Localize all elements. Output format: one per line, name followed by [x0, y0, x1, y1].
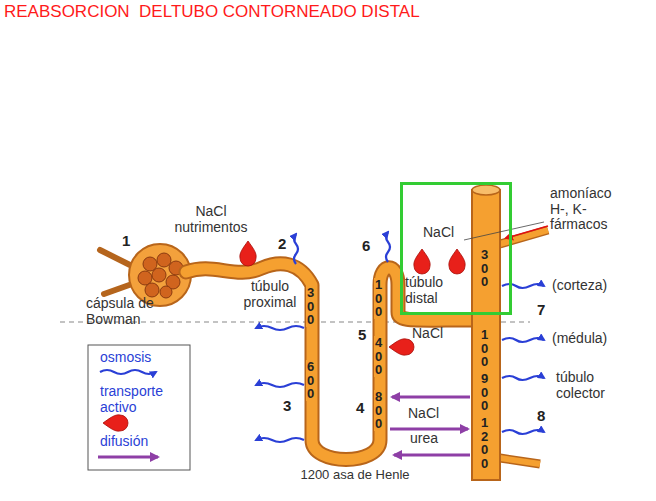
osmolarity-value: 300: [480, 248, 489, 289]
osmolarity-value: 1200: [480, 416, 489, 471]
glomerulus: [138, 253, 183, 298]
osmolarity-value: 600: [306, 360, 315, 401]
callout-number: 3: [283, 398, 291, 415]
legend-transport-sample: [103, 415, 128, 431]
part-label: túbulo colector: [556, 370, 628, 401]
callout-number: 4: [356, 400, 364, 417]
part-label: 1200 asa de Henle: [300, 468, 410, 482]
legend-diffusion-sample: [98, 456, 158, 459]
substance-label: NaCl: [412, 326, 443, 342]
legend-text: osmosis: [100, 350, 151, 366]
osmolarity-value: 100: [374, 278, 383, 319]
callout-number: 1: [122, 233, 130, 250]
callout-number: 2: [278, 236, 286, 253]
leader-line: [464, 222, 544, 240]
osmolarity-value: 100: [480, 328, 489, 369]
osmolarity-value: 400: [374, 336, 383, 377]
collecting-duct: [472, 190, 500, 480]
secretion-arrow: [506, 226, 548, 238]
callout-number: 5: [358, 327, 366, 344]
region-label: (médula): [552, 331, 607, 347]
part-label: túbulo distal: [405, 275, 469, 306]
region-label: (corteza): [552, 278, 607, 294]
callout-number: 8: [537, 408, 545, 425]
legend-box: [88, 345, 190, 470]
legend-osmosis-sample: [100, 370, 156, 374]
callout-number: 6: [362, 238, 370, 255]
nephron-tubule: [186, 264, 472, 460]
substance-label: urea: [410, 431, 438, 447]
callout-number: 7: [537, 302, 545, 319]
substance-label: NaCl nutrimentos: [165, 204, 257, 235]
legend-text: transporte activo: [100, 384, 184, 415]
page-title: REABSORCION DELTUBO CONTORNEADO DISTAL: [4, 2, 420, 21]
osmolarity-value: 300: [306, 286, 315, 327]
osmolarity-value: 900: [480, 372, 489, 413]
legend-text: difusión: [100, 434, 148, 450]
osmolarity-value: 800: [374, 390, 383, 431]
substance-label: NaCl: [408, 406, 439, 422]
part-label: cápsula de Bowman: [86, 296, 166, 327]
highlight-box: NaCl túbulo distal 300: [400, 182, 512, 315]
diffusion-arrows: [390, 397, 470, 455]
substance-label: amoníaco H-, K- fármacos: [550, 186, 624, 233]
substance-label: NaCl: [423, 225, 454, 241]
part-label: túbulo proximal: [238, 279, 302, 310]
